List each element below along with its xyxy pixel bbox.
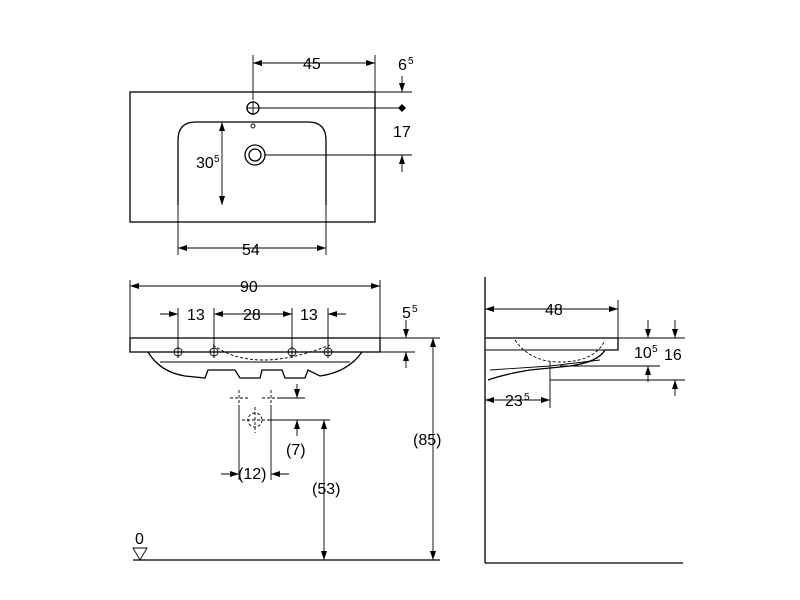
dimension-rim-thickness: 5 5: [380, 304, 440, 368]
dimension-tap-width: 45: [252, 55, 376, 100]
dimension-rim-height: (85): [413, 338, 441, 560]
dim-projection-label: 48: [545, 302, 563, 319]
basin-body-front: [147, 351, 363, 379]
dimension-waste-height: (53): [312, 420, 340, 560]
dimension-overall-width: 90: [129, 279, 381, 338]
side-view: 48 10 5 16 23 5: [484, 277, 685, 564]
dimension-tap-to-drain: 17: [260, 104, 412, 172]
dim-back-height-label: 16: [664, 347, 682, 364]
dim-drain-offset-label: 23: [505, 393, 523, 410]
dimension-bowl-width: 54: [177, 198, 327, 259]
basin-top-outline: [129, 91, 376, 223]
front-view: 90 13 28 13 5 5: [129, 279, 441, 561]
top-view: 45 6 5 17 30 5: [129, 55, 414, 259]
dim-rim-thickness-sup: 5: [412, 304, 418, 315]
dim-rim-thickness-label: 5: [402, 305, 411, 322]
dimension-side-heights: 10 5 16: [550, 320, 685, 396]
dim-waste-height-label: (53): [312, 481, 340, 498]
basin-side-profile: [485, 337, 619, 381]
bowl-hidden-line: [212, 344, 331, 361]
dimension-projection: 48: [485, 300, 619, 338]
dim-rim-height-label: (85): [413, 432, 441, 449]
dimension-bowl-depth: 30 5: [196, 121, 230, 205]
drain-hole: [244, 144, 266, 166]
dim-bracket-right-label: 13: [300, 307, 318, 324]
dim-waste-offset-label: (7): [286, 442, 306, 459]
dim-bowl-width-label: 54: [242, 242, 260, 259]
dim-waste-spacing-label: (12): [238, 466, 266, 483]
dim-bowl-depth-sup: 5: [214, 154, 220, 165]
dim-drain-offset-sup: 5: [524, 392, 530, 403]
dim-tap-to-drain-label: 17: [393, 124, 411, 141]
dim-tap-width-label: 45: [303, 56, 321, 73]
dim-overall-width-label: 90: [240, 279, 258, 296]
tap-hole: [246, 101, 260, 129]
dim-bowl-depth-label: 30: [196, 155, 214, 172]
basin-rim-front: [129, 337, 381, 353]
floor-line: 0: [132, 531, 440, 561]
waste-connection-marks: [230, 390, 280, 433]
dim-bracket-middle-label: 28: [243, 307, 261, 324]
dim-front-height-sup: 5: [652, 344, 658, 355]
dim-rim-depth-sup: 5: [408, 56, 414, 67]
dim-front-height-label: 10: [634, 345, 652, 362]
dimension-waste-spacing: (12): [221, 406, 289, 483]
dimension-waste-offset: (7): [268, 384, 330, 459]
dimension-rim-depth: 6 5: [375, 56, 414, 93]
side-bowl-hidden-line: [514, 339, 606, 363]
dimension-drain-offset: 23 5: [485, 380, 551, 410]
dim-bracket-left-label: 13: [187, 307, 205, 324]
dim-rim-depth-label: 6: [398, 57, 407, 74]
dimension-bracket-spacing: 13 28 13: [160, 307, 346, 348]
bowl-outline: [177, 121, 327, 205]
floor-level-label: 0: [135, 531, 144, 548]
